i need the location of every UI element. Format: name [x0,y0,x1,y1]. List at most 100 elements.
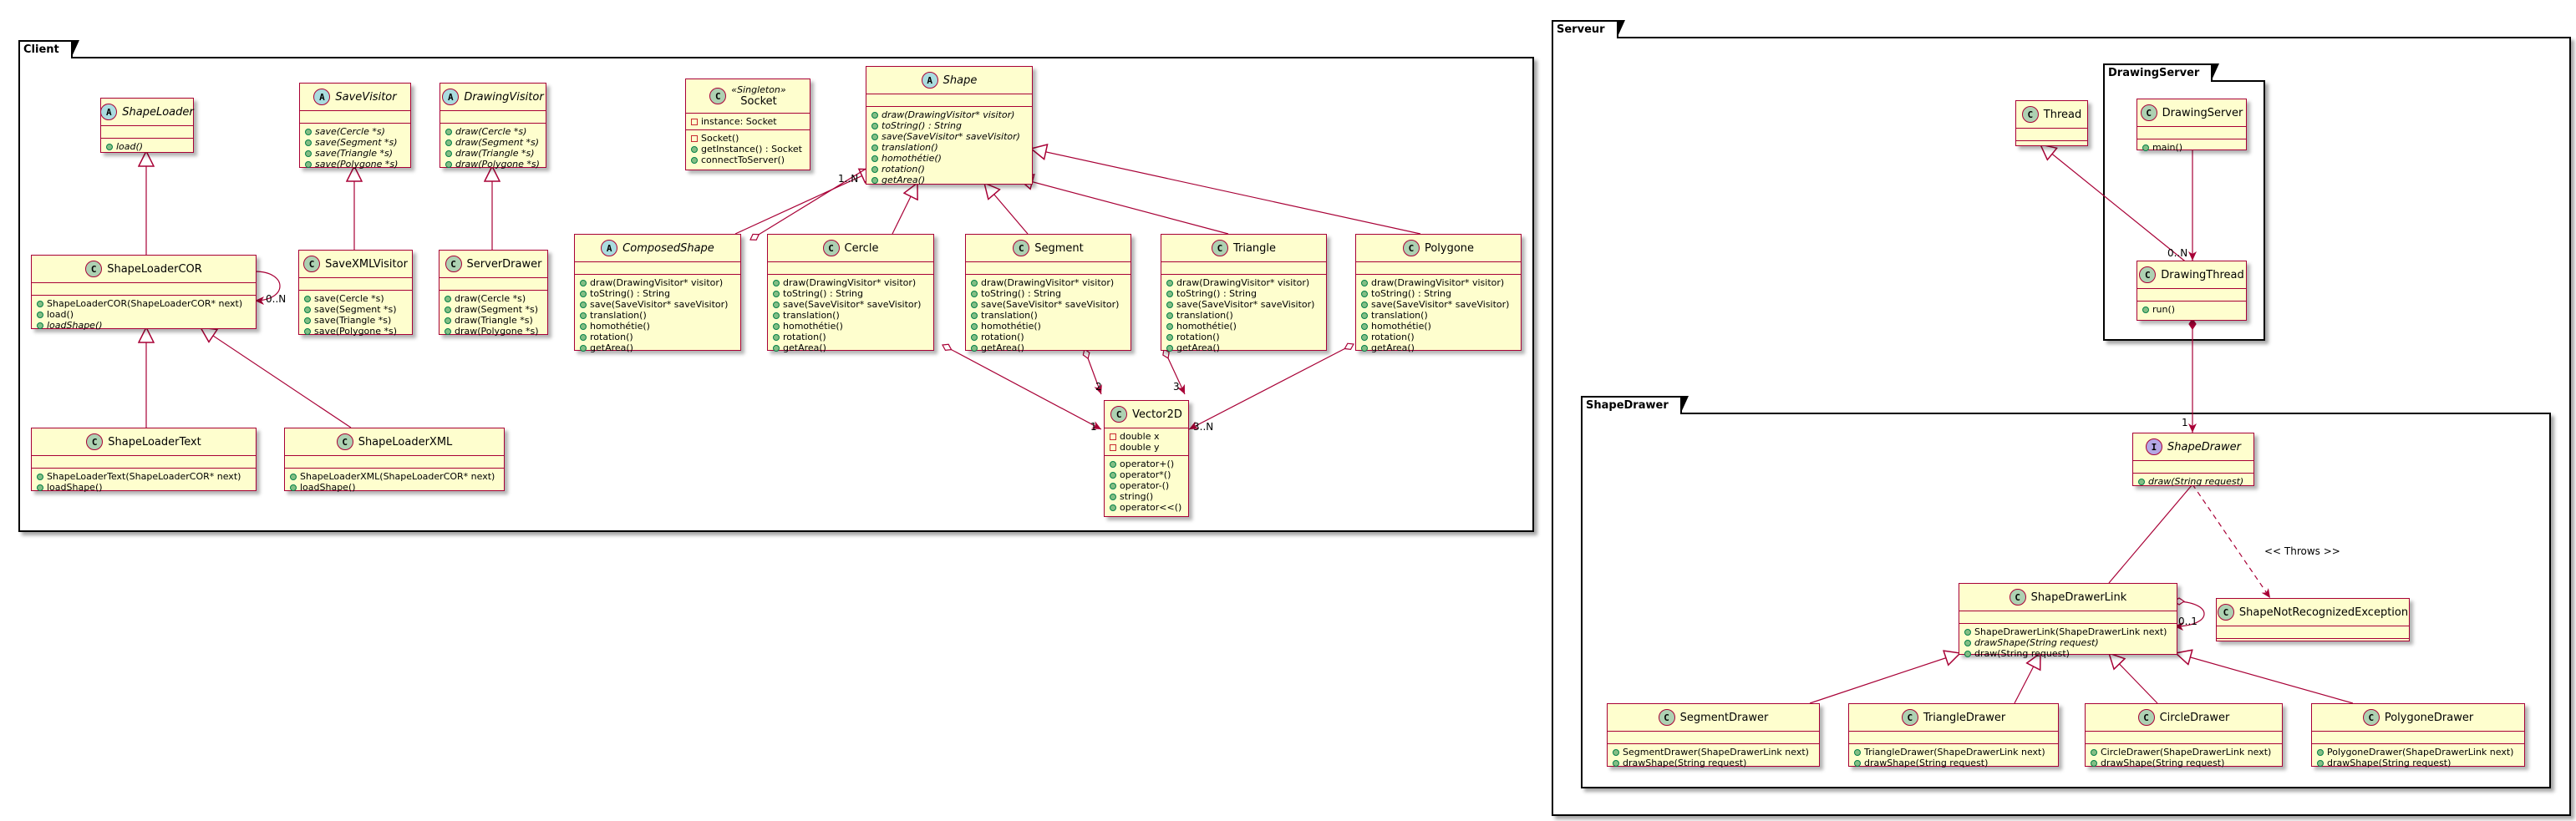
class-method: homothétie() [1361,321,1516,332]
class-methods-section: draw(DrawingVisitor* visitor)toString() … [866,106,1032,188]
member-text: save(Cercle *s) [314,293,384,304]
member-text: draw(String request) [2148,476,2244,487]
member-text: draw(Cercle *s) [455,293,526,304]
class-method: string() [1110,491,1183,502]
class-method: draw(Segment *s) [445,304,542,315]
class-method: draw(Cercle *s) [445,293,542,304]
class-method: getArea() [580,342,735,353]
member-text: string() [1120,491,1154,502]
member-text: TriangleDrawer(ShapeDrawerLink next) [1864,747,2045,758]
member-text: save(SaveVisitor* saveVisitor) [590,299,729,310]
member-text: operator*() [1120,469,1171,480]
class-icon: C [2021,106,2039,123]
class-methods-section: draw(Cercle *s)draw(Segment *s)draw(Tria… [439,290,547,339]
class-method: Socket() [691,133,805,144]
public-visibility-icon [580,290,587,297]
class-icon: C [2362,709,2380,726]
package-drawing-server-label: DrawingServer [2103,63,2220,82]
public-visibility-icon [445,128,452,135]
member-text: translation() [1371,310,1428,321]
class-attrs-section [2137,126,2246,139]
public-visibility-icon [971,301,978,308]
member-text: draw(DrawingVisitor* visitor) [590,277,724,288]
class-name: SaveXMLVisitor [325,257,408,271]
class-attrs-section [1608,731,1819,743]
member-text: rotation() [981,332,1024,342]
class-method: draw(Cercle *s) [445,126,541,137]
public-visibility-icon [37,311,43,318]
class-method: draw(Polygone *s) [445,326,542,337]
public-visibility-icon [1166,322,1173,330]
class-icon: C [2137,709,2155,726]
edge-polygone-vector [1188,344,1354,430]
class-icon: C [336,433,353,450]
class-method: save(Segment *s) [305,137,405,148]
public-visibility-icon [580,333,587,341]
public-visibility-icon [871,176,878,184]
class-name: CircleDrawer [2159,711,2230,724]
edge-xml-cor [201,327,352,428]
member-text: double x [1120,431,1160,442]
member-text: rotation() [1371,332,1415,342]
public-visibility-icon [37,484,43,491]
class-method: operator*() [1110,469,1183,480]
member-text: draw(DrawingVisitor* visitor) [882,109,1015,120]
public-visibility-icon [871,165,878,173]
class-method: draw(String request) [2138,476,2248,487]
public-visibility-icon [37,473,43,480]
public-visibility-icon [305,150,312,157]
member-text: rotation() [590,332,633,342]
class-icon: C [1013,240,1030,256]
class-icon: C [2140,104,2157,121]
class-attrs-section [32,282,256,295]
class-name: Cercle [844,241,879,255]
member-text: translation() [1176,310,1233,321]
class-method: save(SaveVisitor* saveVisitor) [773,299,928,310]
class-method: draw(DrawingVisitor* visitor) [871,109,1027,120]
class-method: getArea() [871,175,1027,185]
edge-segmentdrawer-link [1809,653,1960,704]
public-visibility-icon [1361,344,1368,352]
public-visibility-icon [773,333,780,341]
class-method: save(SaveVisitor* saveVisitor) [871,131,1027,142]
member-text: draw(Triangle *s) [455,148,535,159]
class-method: save(SaveVisitor* saveVisitor) [971,299,1125,310]
class-method: translation() [1361,310,1516,321]
class-method: drawShape(String request) [2091,758,2277,768]
label-segment-vec: 2 [1095,381,1102,393]
class-method: translation() [580,310,735,321]
class-method: save(Polygone *s) [304,326,407,337]
member-text: translation() [981,310,1038,321]
edge-link-self [2174,601,2205,626]
class-method: loadShape() [290,482,499,493]
class-attrs-section [2016,128,2087,140]
public-visibility-icon [971,344,978,352]
member-text: load() [47,309,74,320]
member-text: ShapeLoaderXML(ShapeLoaderCOR* next) [300,471,495,482]
public-visibility-icon [691,156,698,164]
class-name: Socket [740,95,777,108]
class-method: drawShape(String request) [1854,758,2053,768]
public-visibility-icon [1110,493,1116,500]
class-attrs-section [299,277,412,290]
class-attrs-section [2217,626,2409,638]
public-visibility-icon [304,327,311,335]
